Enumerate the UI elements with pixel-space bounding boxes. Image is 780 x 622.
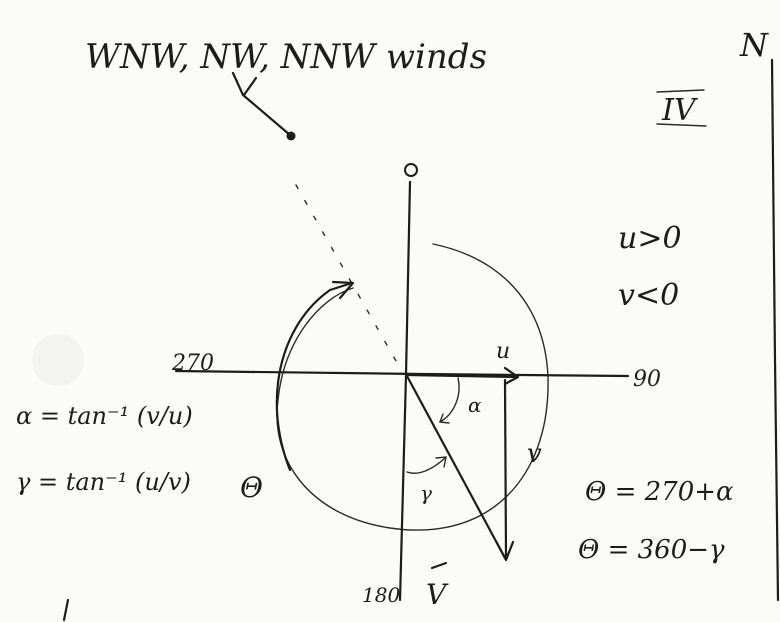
alpha-definition: α = tan⁻¹ (v/u) bbox=[16, 402, 193, 430]
north-marker-circle bbox=[404, 163, 418, 177]
quadrant-underline bbox=[656, 123, 707, 127]
label-180: 180 bbox=[362, 583, 400, 607]
gamma-arc bbox=[406, 457, 446, 474]
direction-circle bbox=[276, 243, 549, 531]
v-label: v bbox=[527, 439, 542, 469]
wind-direction-dashed-line bbox=[295, 184, 401, 369]
gamma-label: γ bbox=[420, 481, 432, 505]
resultant-label-arrow bbox=[430, 561, 448, 570]
paper-smudge bbox=[32, 334, 84, 386]
vertical-axis bbox=[398, 180, 412, 602]
quadrant-label: IV bbox=[661, 93, 699, 128]
theta-label: Θ bbox=[240, 471, 263, 504]
quadrant-overline bbox=[656, 89, 705, 93]
theta-alpha-equation: Θ = 270+α bbox=[585, 477, 734, 507]
u-label: u bbox=[496, 339, 510, 364]
condition-u: u>0 bbox=[618, 221, 682, 256]
v-vector bbox=[503, 378, 508, 560]
resultant-vector bbox=[405, 374, 507, 560]
theta-arc-arrowhead bbox=[331, 280, 355, 300]
u-vector-arrowhead bbox=[503, 366, 520, 386]
u-vector bbox=[406, 373, 519, 379]
wind-barb-symbol bbox=[231, 71, 292, 137]
theta-gamma-equation: Θ = 360−γ bbox=[578, 535, 725, 565]
theta-arc bbox=[275, 281, 354, 472]
condition-v: v<0 bbox=[618, 278, 679, 313]
horizontal-axis bbox=[174, 369, 630, 378]
gamma-arc-arrowhead bbox=[435, 456, 447, 468]
wind-barb-station-dot bbox=[286, 131, 296, 141]
alpha-label: α bbox=[468, 393, 482, 417]
label-90: 90 bbox=[633, 367, 661, 392]
stray-pen-mark bbox=[62, 598, 70, 622]
margin-rule bbox=[770, 58, 780, 602]
resultant-label: V bbox=[426, 578, 449, 611]
gamma-definition: γ = tan⁻¹ (u/v) bbox=[16, 468, 191, 496]
alpha-arc bbox=[439, 377, 460, 423]
label-270: 270 bbox=[171, 351, 214, 376]
alpha-arc-arrowhead bbox=[439, 413, 450, 424]
title-text: WNW, NW, NNW winds bbox=[85, 37, 487, 77]
corner-letter: N bbox=[739, 26, 769, 64]
